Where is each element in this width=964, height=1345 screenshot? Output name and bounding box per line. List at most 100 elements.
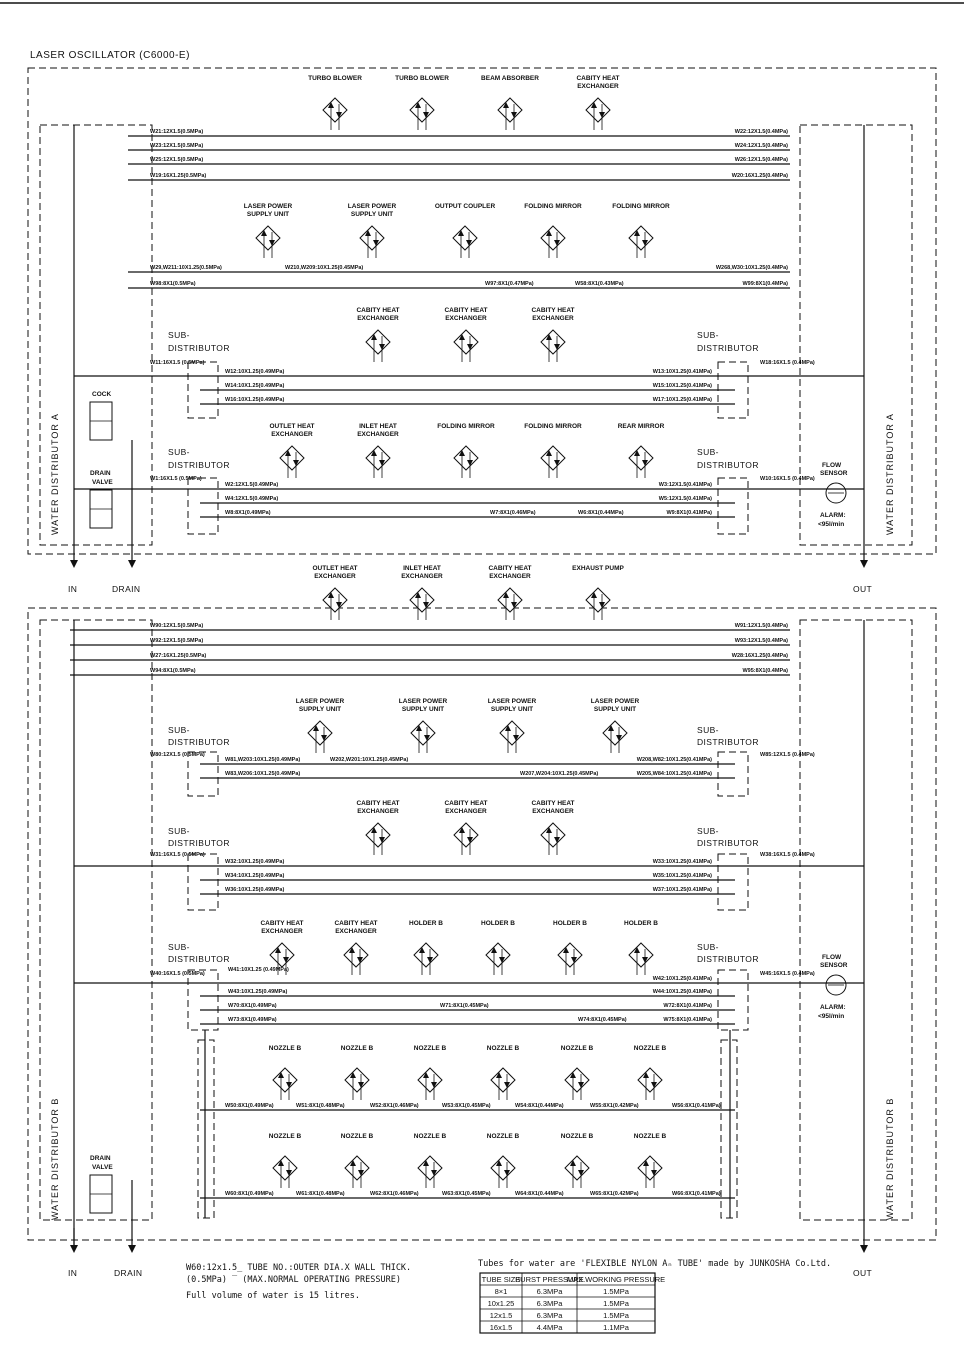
sub-distributor-b2-left [187, 853, 219, 911]
sub-distributor-label: SUB- [697, 447, 719, 457]
component-b-row5-1-arrow-up-icon [350, 1072, 356, 1078]
sub-distributor-b3-left [187, 969, 219, 1031]
component-b-row2-2-label: SUPPLY UNIT [491, 706, 533, 713]
component-b-row6-3-diamond [490, 1155, 516, 1181]
sub-distributor-b1-right [717, 751, 749, 797]
in-label-a: IN [68, 584, 77, 594]
tube-label: W40:16X1.5 (0.5MPa) [150, 971, 205, 977]
water-distributor-a-left [39, 124, 153, 546]
component-b-row3-1-label: CABITY HEAT [444, 800, 487, 807]
component-b-row6-1-label: NOZZLE B [341, 1133, 374, 1140]
component-b-row4-2-arrow-up-icon [419, 947, 425, 953]
component-a-row2-0-label: LASER POWER [244, 203, 293, 210]
component-b-row3-0-label: CABITY HEAT [356, 800, 399, 807]
component-b-row2-0-label: LASER POWER [296, 698, 345, 705]
component-a-row3-0-label: CABITY HEAT [356, 307, 399, 314]
component-a-row1-3-label: CABITY HEAT [576, 75, 619, 82]
component-a-row2-0-arrow-down-icon [269, 240, 275, 246]
component-b-row2-3-diamond [602, 720, 628, 746]
tube-label: W64:8X1(0.44MPa) [515, 1191, 564, 1197]
flow-sensor-b-alarm: ALARM: [820, 1004, 846, 1011]
sub-distributor-b2-right [717, 853, 749, 911]
component-b-row3-2-label: EXCHANGER [532, 808, 574, 815]
sub-distributor-label: SUB- [168, 447, 190, 457]
component-a-row1-2-arrow-down-icon [511, 112, 517, 118]
component-b-row1-3-arrow-up-icon [591, 592, 597, 598]
tube-table-cell: 16x1.5 [490, 1323, 513, 1332]
component-b-row4-2-diamond [413, 942, 439, 968]
tube-label: W71:8X1(0.45MPa) [440, 1003, 489, 1009]
component-b-row3-2-arrow-up-icon [546, 827, 552, 833]
component-a-row1-2-label: BEAM ABSORBER [481, 75, 539, 82]
sub-distributor-label: SUB- [697, 942, 719, 952]
water-distributor-b-left [39, 619, 153, 1221]
component-b-row2-1-diamond [410, 720, 436, 746]
component-b-row6-2-diamond [417, 1155, 443, 1181]
tube-label: W5:12X1.5(0.41MPa) [659, 496, 712, 502]
drain-label-b: DRAIN [114, 1268, 142, 1278]
component-b-row6-1-arrow-up-icon [350, 1160, 356, 1166]
tube-label: W81,W203:10X1.25(0.49MPa) [225, 757, 300, 763]
tube-label: W52:8X1(0.46MPa) [370, 1103, 419, 1109]
tube-label: W43:10X1.25(0.49MPa) [228, 989, 287, 995]
tube-label: W15:10X1.25(0.41MPa) [653, 383, 712, 389]
legend-line3: Full volume of water is 15 litres. [186, 1291, 360, 1301]
in-arrow-b-icon [70, 1245, 78, 1253]
component-a-row4-0-diamond [279, 445, 305, 471]
sub-distributor-label: DISTRIBUTOR [168, 460, 230, 470]
component-b-row6-3-arrow-up-icon [496, 1160, 502, 1166]
tube-label: W11:16X1.5 (0.5MPa) [150, 360, 205, 366]
tube-label: W268,W30:10X1.25(0.4MPa) [716, 265, 788, 271]
tube-label: W45:16X1.5 (0.4MPa) [760, 971, 815, 977]
component-a-row2-4-label: FOLDING MIRROR [612, 203, 670, 210]
component-a-row1-0-arrow-down-icon [336, 112, 342, 118]
in-label-b: IN [68, 1268, 77, 1278]
component-a-row4-1-label: EXCHANGER [357, 431, 399, 438]
component-b-row6-5-diamond [637, 1155, 663, 1181]
water-distributor-a-right [799, 124, 913, 546]
tube-label: W62:8X1(0.46MPa) [370, 1191, 419, 1197]
tube-label: W93:12X1.5(0.4MPa) [735, 638, 788, 644]
component-b-row3-0-diamond [365, 822, 391, 848]
component-b-row3-1-diamond [453, 822, 479, 848]
component-b-row6-0-arrow-down-icon [286, 1170, 292, 1176]
component-b-row1-1-arrow-down-icon [423, 602, 429, 608]
component-a-row4-1-arrow-up-icon [371, 450, 377, 456]
component-b-row4-1-diamond [343, 942, 369, 968]
component-b-row3-0-arrow-up-icon [371, 827, 377, 833]
component-b-row6-4-diamond [564, 1155, 590, 1181]
component-a-row2-0-label: SUPPLY UNIT [247, 211, 289, 218]
component-b-row2-1-arrow-down-icon [424, 735, 430, 741]
tube-label: W33:10X1.25(0.41MPa) [653, 859, 712, 865]
nozzle-frame-left [197, 1039, 215, 1219]
component-a-row2-2-diamond [452, 225, 478, 251]
component-b-row5-2-label: NOZZLE B [414, 1045, 447, 1052]
component-b-row6-0-label: NOZZLE B [269, 1133, 302, 1140]
tube-table-cell: 1.5MPa [603, 1287, 630, 1296]
component-b-row4-4-arrow-down-icon [571, 957, 577, 963]
component-b-row2-3-label: LASER POWER [591, 698, 640, 705]
component-a-row2-2-arrow-up-icon [458, 230, 464, 236]
component-b-row6-2-arrow-down-icon [431, 1170, 437, 1176]
component-b-row2-1-label: LASER POWER [399, 698, 448, 705]
component-a-row3-1-label: CABITY HEAT [444, 307, 487, 314]
component-a-row3-0-arrow-up-icon [371, 334, 377, 340]
component-b-row6-4-arrow-down-icon [578, 1170, 584, 1176]
out-arrow-b-icon [860, 1245, 868, 1253]
tube-label: W18:16X1.5 (0.4MPa) [760, 360, 815, 366]
tube-label: W9:8X1(0.41MPa) [666, 510, 712, 516]
component-a-row4-2-label: FOLDING MIRROR [437, 423, 495, 430]
component-b-row4-5-label: HOLDER B [624, 920, 658, 927]
component-a-row4-1-arrow-down-icon [379, 460, 385, 466]
water-distributor-b-right [799, 619, 913, 1221]
tube-label: W38:16X1.5 (0.4MPa) [760, 852, 815, 858]
tube-label: W202,W201:10X1.25(0.45MPa) [330, 757, 408, 763]
component-b-row5-5-label: NOZZLE B [634, 1045, 667, 1052]
tube-label: W51:8X1(0.48MPa) [296, 1103, 345, 1109]
component-b-row5-0-arrow-up-icon [278, 1072, 284, 1078]
component-a-row2-4-arrow-down-icon [642, 240, 648, 246]
tube-label: W65:8X1(0.42MPa) [590, 1191, 639, 1197]
tube-label: W32:10X1.25(0.49MPa) [225, 859, 284, 865]
tube-label: W208,W82:10X1.25(0.41MPa) [637, 757, 712, 763]
